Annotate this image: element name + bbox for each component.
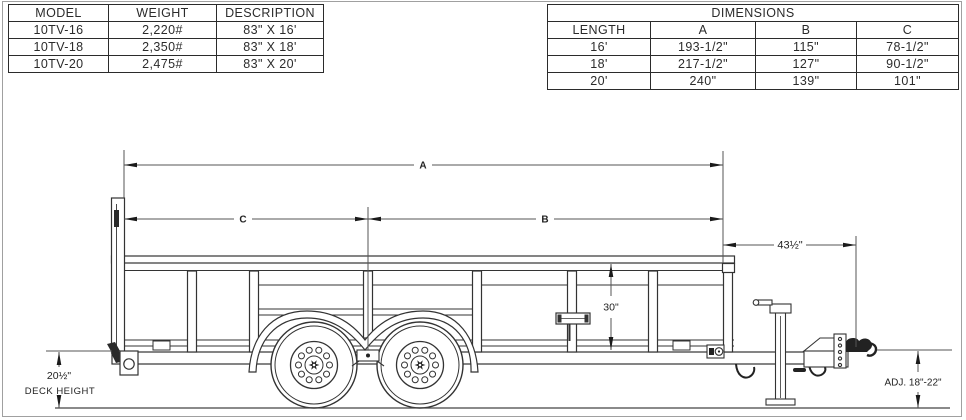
dim-a-cell: 240" [650,72,756,90]
dimensions-title: DIMENSIONS [547,4,959,22]
table-row: 10TV-18 2,350# 83" X 18' [8,38,324,56]
weight-cell: 2,475# [108,55,217,73]
top-rail [110,255,736,264]
description-cell: 83" X 20' [216,55,324,73]
model-cell: 10TV-16 [8,21,109,39]
model-cell: 10TV-20 [8,55,109,73]
deck-height-value: 20½" [47,370,71,382]
side-height-label: 30" [603,302,619,314]
gate-latch [555,312,591,341]
deck-height-caption: DECK HEIGHT [25,386,95,397]
dimensions-table: DIMENSIONS LENGTH A B C 16' 193-1/2" 115… [547,4,959,90]
description-cell: 83" X 18' [216,38,324,56]
tongue-jack [752,299,796,406]
dim-c-cell: 78-1/2" [856,38,959,56]
dim-c-cell: 90-1/2" [856,55,959,73]
dim-header-a: A [650,21,756,39]
length-cell: 20' [547,72,651,90]
spec-header-row: MODEL WEIGHT DESCRIPTION [8,4,324,22]
dim-a-cell: 193-1/2" [650,38,756,56]
tongue-length-label: 43½" [777,240,802,252]
weight-cell: 2,350# [108,38,217,56]
description-cell: 83" X 16' [216,21,324,39]
dim-b-label: B [541,215,548,226]
dim-header-b: B [755,21,857,39]
dim-header-c: C [856,21,959,39]
model-cell: 10TV-18 [8,38,109,56]
table-row: 10TV-20 2,475# 83" X 20' [8,55,324,73]
dim-header-length: LENGTH [547,21,651,39]
table-row: 16' 193-1/2" 115" 78-1/2" [547,38,959,56]
coupler-adjust-label: ADJ. 18"-22" [884,378,942,389]
model-spec-table: MODEL WEIGHT DESCRIPTION 10TV-16 2,220# … [8,4,324,73]
weight-cell: 2,220# [108,21,217,39]
dimension-lines [46,150,952,408]
dim-c-cell: 101" [856,72,959,90]
adjustable-coupler [802,333,878,369]
spec-header-weight: WEIGHT [108,4,217,22]
wheel-rear [270,321,358,409]
spec-header-model: MODEL [8,4,109,22]
wheel-front [376,321,464,409]
tongue-assembly [706,299,878,406]
table-row: 20' 240" 139" 101" [547,72,959,90]
dimension-arrows [56,162,921,408]
dim-b-cell: 127" [755,55,857,73]
table-row: 10TV-16 2,220# 83" X 16' [8,21,324,39]
dim-b-cell: 139" [755,72,857,90]
length-cell: 16' [547,38,651,56]
dim-c-label: C [239,215,246,226]
dim-b-cell: 115" [755,38,857,56]
table-row: 18' 217-1/2" 127" 90-1/2" [547,55,959,73]
spec-header-description: DESCRIPTION [216,4,324,22]
tandem-fender [248,310,479,373]
dim-a-cell: 217-1/2" [650,55,756,73]
dimensions-title-row: DIMENSIONS [547,4,959,22]
length-cell: 18' [547,55,651,73]
rear-upright [107,197,139,376]
dimensions-header-row: LENGTH A B C [547,21,959,39]
dim-a-label: A [419,161,426,172]
